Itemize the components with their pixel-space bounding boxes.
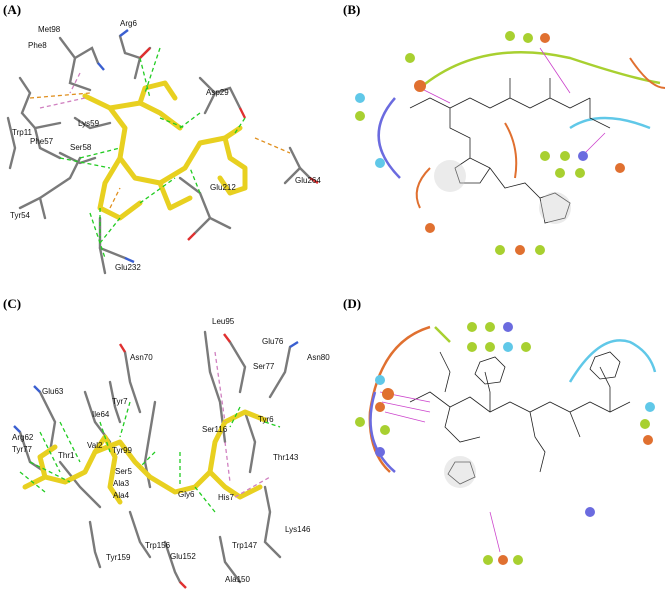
panel-b-2d-diagram: [340, 18, 669, 290]
res-tyr99: Tyr99: [112, 446, 133, 455]
res-asp29: Asp29: [206, 88, 229, 97]
panel-b-label: (B): [343, 2, 361, 17]
res-ala3: Ala3: [113, 479, 130, 488]
res-tyr7: Tyr7: [112, 397, 128, 406]
res-asn80: Asn80: [307, 353, 330, 362]
res-glu212: Glu212: [210, 183, 236, 192]
panel-d-2d-diagram: [340, 312, 669, 590]
res-glu76: Glu76: [262, 337, 284, 346]
res-gly6: Gly6: [178, 490, 195, 499]
res-lys59: Lys59: [78, 119, 100, 128]
res-glu152: Glu152: [170, 552, 196, 561]
res-thr143: Thr143: [273, 453, 299, 462]
res-arg62: Arg62: [12, 433, 34, 442]
panel-c-3d-pose: Leu95 Glu76 Asn80 Ser77 Asn70 Glu63 Tyr7…: [0, 312, 334, 590]
res-ala150: Ala150: [225, 575, 250, 584]
res-phe57: Phe57: [30, 137, 54, 146]
res-ser77: Ser77: [253, 362, 275, 371]
res-thr1: Thr1: [58, 451, 75, 460]
res-phe8: Phe8: [28, 41, 47, 50]
res-glu264: Glu264: [295, 176, 321, 185]
res-glu232: Glu232: [115, 263, 141, 272]
res-tyr6: Tyr6: [258, 415, 274, 424]
panel-c-label: (C): [3, 296, 22, 311]
res-asn70: Asn70: [130, 353, 153, 362]
panel-a-3d-pose: Met98 Arg6 Phe8 Asp29 Trp11 Lys59 Phe57 …: [0, 18, 334, 290]
res-arg6: Arg6: [120, 19, 137, 28]
res-trp147: Trp147: [232, 541, 258, 550]
res-tyr54: Tyr54: [10, 211, 31, 220]
panel-a-label: (A): [3, 2, 22, 17]
res-lys146: Lys146: [285, 525, 311, 534]
res-ala4: Ala4: [113, 491, 130, 500]
res-glu63: Glu63: [42, 387, 64, 396]
res-tyr77: Tyr77: [12, 445, 33, 454]
res-trp11: Trp11: [12, 128, 33, 137]
res-val2: Val2: [87, 441, 103, 450]
res-leu95: Leu95: [212, 317, 235, 326]
res-trp156: Trp156: [145, 541, 171, 550]
res-ser5: Ser5: [115, 467, 132, 476]
res-tyr159: Tyr159: [106, 553, 131, 562]
res-ser58: Ser58: [70, 143, 92, 152]
res-met98: Met98: [38, 25, 61, 34]
res-ile64: Ile64: [92, 410, 110, 419]
res-ser116: Ser116: [202, 425, 228, 434]
panel-d-label: (D): [343, 296, 362, 311]
res-his7: His7: [218, 493, 235, 502]
